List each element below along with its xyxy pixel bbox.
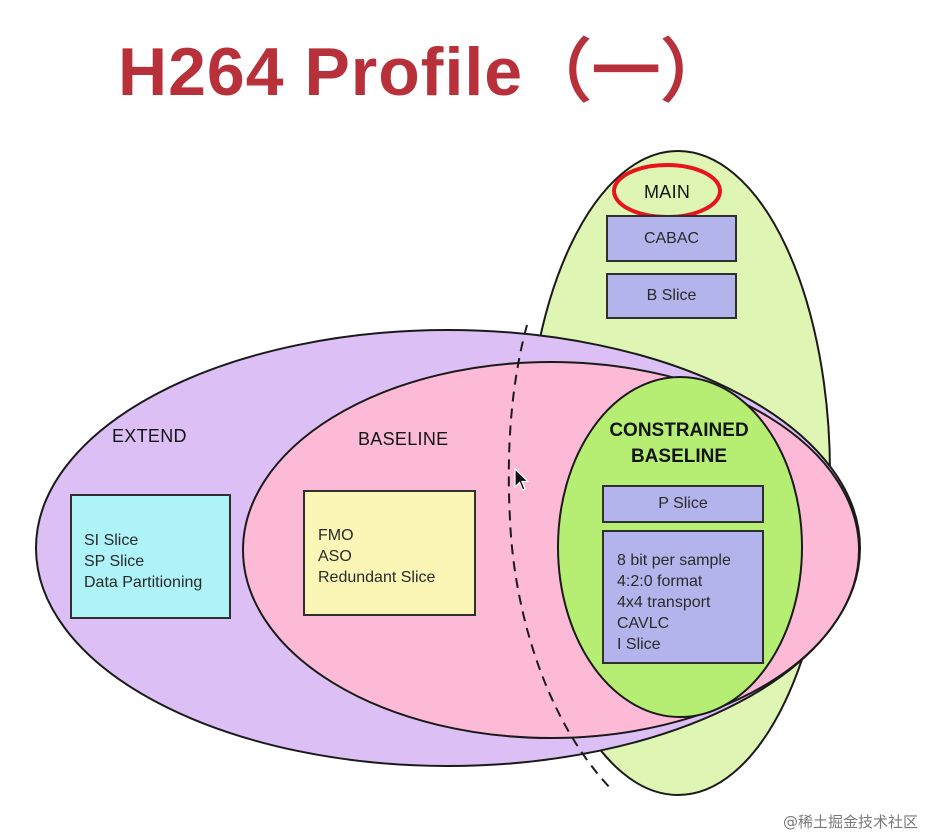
p-slice-box: P Slice <box>602 485 764 523</box>
b-slice-box: B Slice <box>606 273 737 319</box>
list-item: SP Slice <box>84 553 145 570</box>
list-item: CAVLC <box>617 615 670 632</box>
extend-features-box: SI Slice SP Slice Data Partitioning <box>70 494 231 619</box>
extend-profile-label: EXTEND <box>112 426 187 446</box>
constrained-features-list: 8 bit per sample 4:2:0 format 4x4 transp… <box>617 550 762 655</box>
list-item: I Slice <box>617 636 661 653</box>
baseline-features-box: FMO ASO Redundant Slice <box>303 490 476 616</box>
list-item: Data Partitioning <box>84 574 203 591</box>
cabac-box: CABAC <box>606 215 737 262</box>
list-item: Redundant Slice <box>318 569 436 586</box>
b-slice-text: B Slice <box>646 287 697 304</box>
list-item: 4:2:0 format <box>617 573 703 590</box>
list-item: SI Slice <box>84 532 139 549</box>
list-item: 8 bit per sample <box>617 552 731 569</box>
page-title: H264 Profile（一） <box>118 34 731 110</box>
main-profile-label: MAIN <box>644 182 691 202</box>
constrained-baseline-label-line1: CONSTRAINED <box>609 420 749 441</box>
p-slice-text: P Slice <box>658 495 708 512</box>
list-item: 4x4 transport <box>617 594 711 611</box>
baseline-profile-label: BASELINE <box>358 429 449 449</box>
cabac-text: CABAC <box>643 229 700 247</box>
mouse-cursor-icon <box>514 468 530 491</box>
watermark: @稀土掘金技术社区 <box>782 813 918 831</box>
list-item: FMO <box>318 527 354 544</box>
constrained-baseline-label: CONSTRAINED BASELINE <box>596 418 762 470</box>
constrained-features-box: 8 bit per sample 4:2:0 format 4x4 transp… <box>602 530 764 664</box>
constrained-baseline-label-line2: BASELINE <box>630 446 728 467</box>
list-item: ASO <box>318 548 352 565</box>
extend-features-list: SI Slice SP Slice Data Partitioning <box>84 530 229 593</box>
main-profile-dashed-boundary <box>507 324 613 791</box>
baseline-features-list: FMO ASO Redundant Slice <box>318 525 474 588</box>
